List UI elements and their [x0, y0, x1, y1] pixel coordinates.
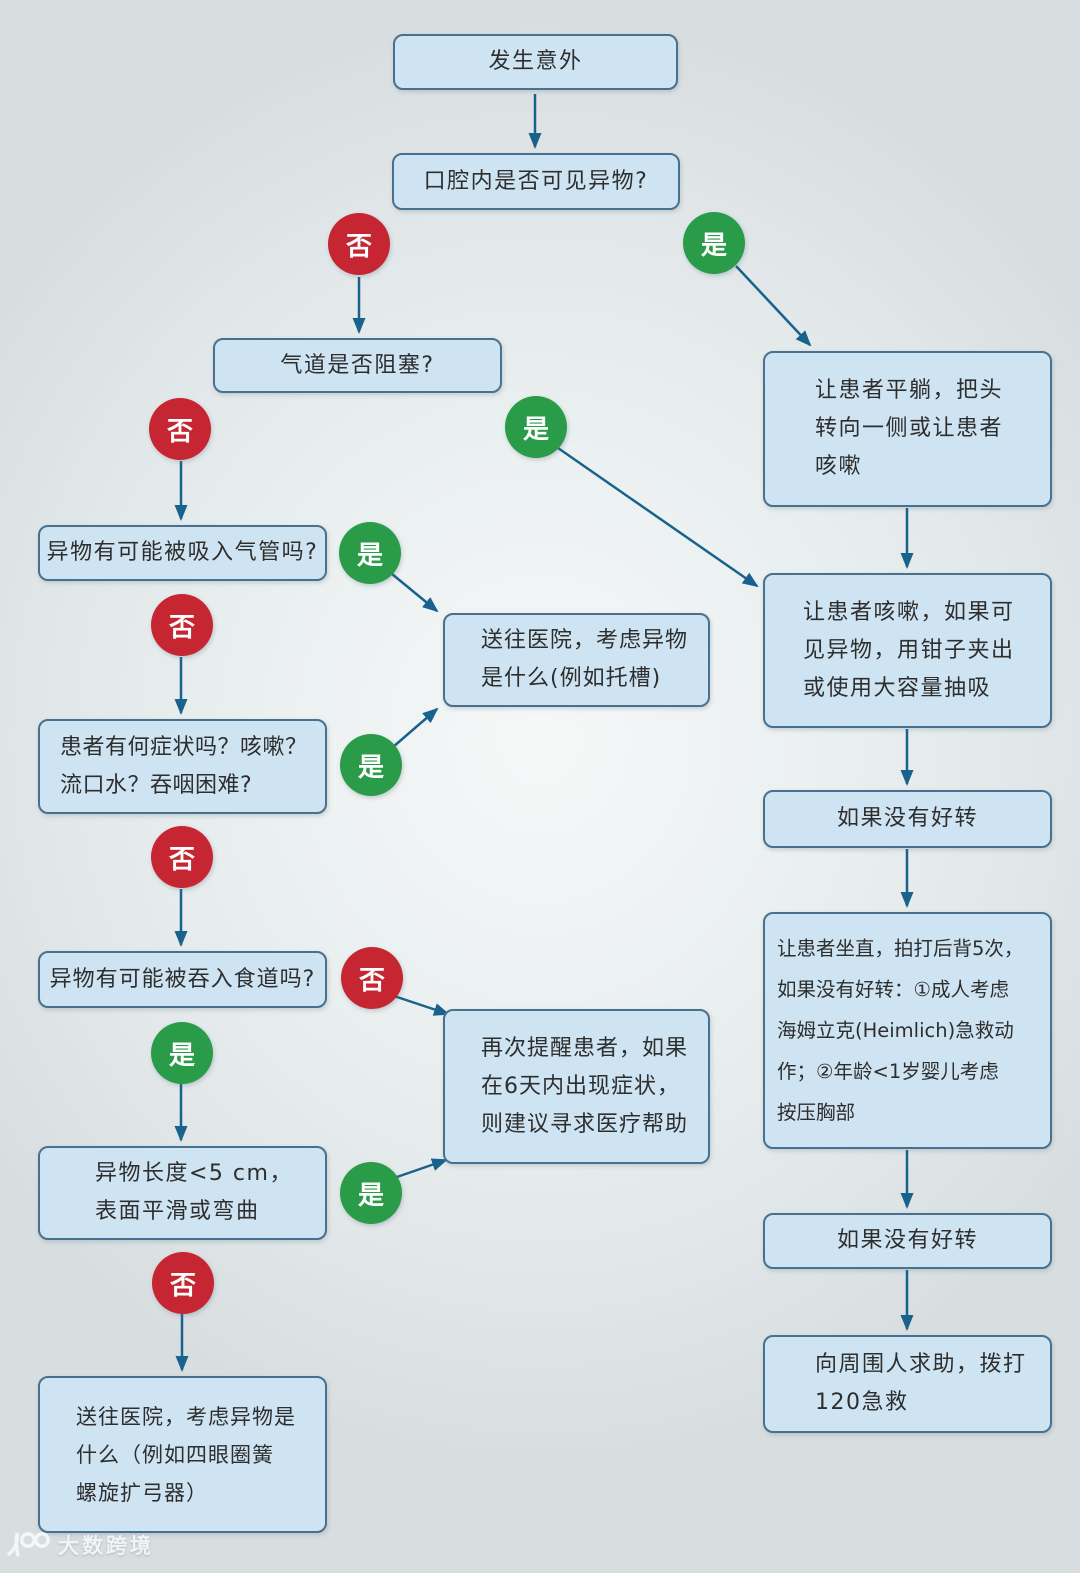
node-hospital-bracket: 送往医院，考虑异物 是什么(例如托槽) [443, 613, 710, 707]
node-sit-backblows: 让患者坐直，拍打后背5次， 如果没有好转：①成人考虑 海姆立克(Heimlich… [763, 912, 1052, 1149]
watermark-100-logo-icon [7, 1532, 50, 1557]
watermark: 大数跨境 [6, 1528, 154, 1562]
node-hospital-expander: 送往医院，考虑异物是 什么（例如四眼圈簧 螺旋扩弓器） [38, 1376, 327, 1533]
yes-badge-length: 是 [340, 1162, 402, 1224]
yes-badge-inhale: 是 [339, 522, 401, 584]
yes-badge-mouth: 是 [683, 212, 745, 274]
node-no-improvement-1: 如果没有好转 [763, 790, 1052, 848]
node-inhale-question: 异物有可能被吸入气管吗? [38, 525, 327, 581]
node-symptoms-question: 患者有何症状吗？咳嗽？ 流口水？吞咽困难? [38, 719, 327, 814]
node-mouth-question: 口腔内是否可见异物? [392, 153, 680, 210]
no-badge-swallow: 否 [341, 947, 403, 1009]
node-remind-6days: 再次提醒患者，如果 在6天内出现症状， 则建议寻求医疗帮助 [443, 1009, 710, 1164]
no-badge-length: 否 [152, 1252, 214, 1314]
no-badge-inhale: 否 [151, 594, 213, 656]
node-airway-question: 气道是否阻塞? [213, 338, 502, 393]
node-start: 发生意外 [393, 34, 678, 90]
no-badge-symptoms: 否 [151, 826, 213, 888]
yes-badge-swallow: 是 [151, 1022, 213, 1084]
node-length-question: 异物长度<5 cm， 表面平滑或弯曲 [38, 1146, 327, 1240]
no-badge-airway: 否 [149, 398, 211, 460]
no-badge-mouth: 否 [328, 213, 390, 275]
node-lie-down: 让患者平躺，把头 转向一侧或让患者 咳嗽 [763, 351, 1052, 507]
node-swallow-question: 异物有可能被吞入食道吗? [38, 951, 327, 1008]
yes-badge-airway: 是 [505, 396, 567, 458]
watermark-text: 大数跨境 [58, 1534, 154, 1558]
node-cough-forceps: 让患者咳嗽，如果可 见异物，用钳子夹出 或使用大容量抽吸 [763, 573, 1052, 728]
node-call-120: 向周围人求助，拨打 120急救 [763, 1335, 1052, 1433]
node-no-improvement-2: 如果没有好转 [763, 1213, 1052, 1269]
yes-badge-symptoms: 是 [340, 734, 402, 796]
